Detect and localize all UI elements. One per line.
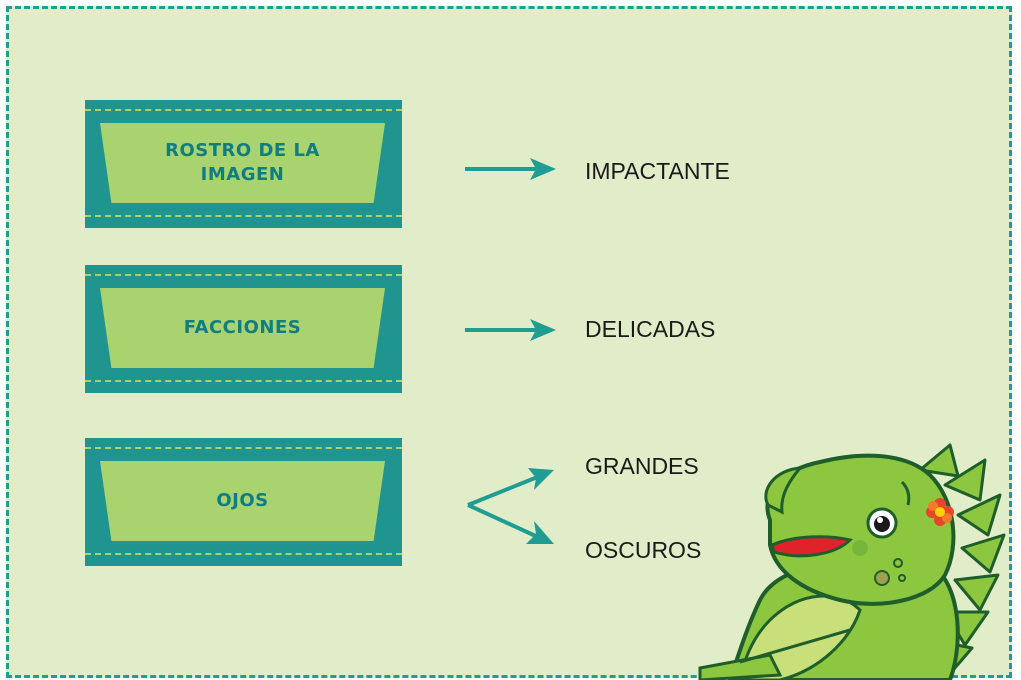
card-facciones: FACCIONES — [85, 265, 402, 393]
card-plate: OJOS — [100, 461, 385, 541]
iguana-mascot — [698, 443, 1006, 680]
card-plate: ROSTRO DE LA IMAGEN — [100, 123, 385, 203]
card-stitch-top — [85, 109, 402, 111]
answer-grandes: GRANDES — [585, 453, 699, 479]
fork-arrow-icon — [467, 468, 554, 544]
card-plate: FACCIONES — [100, 288, 385, 368]
answer-delicadas: DELICADAS — [585, 316, 716, 342]
flower-icon — [926, 498, 954, 526]
card-stitch-top — [85, 274, 402, 276]
answer-impactante: IMPACTANTE — [585, 158, 730, 184]
arrow-right-icon — [465, 158, 556, 180]
answer-oscuros: OSCUROS — [585, 537, 702, 563]
card-stitch-bottom — [85, 380, 402, 382]
card-stitch-bottom — [85, 215, 402, 217]
card-stitch-top — [85, 447, 402, 449]
card-label: ROSTRO DE LA IMAGEN — [165, 140, 320, 185]
card-label: OJOS — [216, 490, 269, 511]
card-rostro: ROSTRO DE LA IMAGEN — [85, 100, 402, 228]
arrow-right-icon — [465, 319, 556, 341]
card-label: FACCIONES — [183, 317, 302, 338]
card-ojos: OJOS — [85, 438, 402, 566]
card-stitch-bottom — [85, 553, 402, 555]
